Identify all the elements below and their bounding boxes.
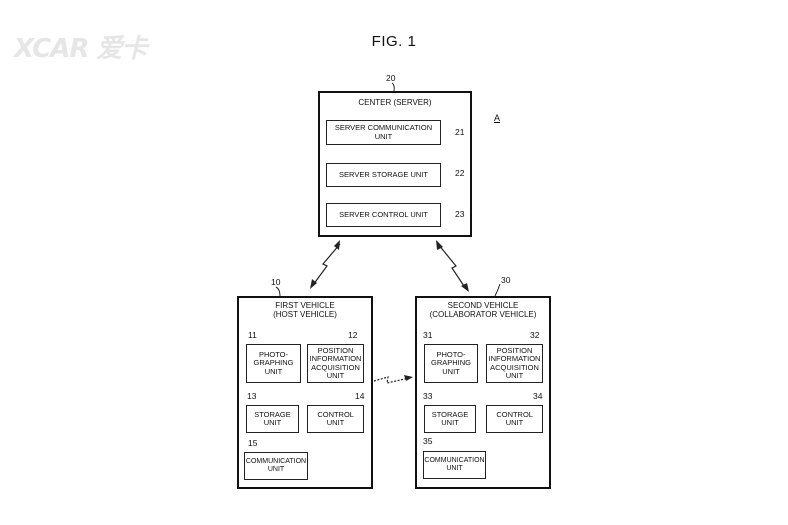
v2-photographing-unit bbox=[424, 344, 478, 383]
v1-communication-unit bbox=[244, 452, 308, 480]
v1-position-acquisition-unit-label: POSITION INFORMATION ACQUISITION UNIT bbox=[309, 345, 362, 380]
ref-server: 20 bbox=[386, 73, 396, 83]
ref-21: 21 bbox=[455, 127, 465, 137]
v1-control-unit-label: CONTROL UNIT bbox=[317, 409, 354, 427]
v2-photographing-unit-label: PHOTO- GRAPHING UNIT bbox=[431, 349, 472, 376]
arrowhead-server-left bbox=[334, 240, 340, 250]
server-control-unit bbox=[326, 203, 441, 227]
v1-storage-unit bbox=[246, 405, 299, 433]
ref-15: 15 bbox=[248, 438, 258, 448]
ref-31: 31 bbox=[423, 330, 433, 340]
v2-control-unit-label: CONTROL UNIT bbox=[496, 409, 533, 427]
wireless-link-v1 bbox=[312, 243, 341, 286]
v2-position-acquisition-unit-label: POSITION INFORMATION ACQUISITION UNIT bbox=[488, 345, 541, 380]
server-control-unit-label: SERVER CONTROL UNIT bbox=[339, 209, 428, 219]
ref-33: 33 bbox=[423, 391, 433, 401]
ref-34: 34 bbox=[533, 391, 543, 401]
figure-title: FIG. 1 bbox=[371, 33, 417, 50]
ref-23: 23 bbox=[455, 209, 465, 219]
ref-vehicle1: 10 bbox=[271, 277, 281, 287]
v1-photographing-unit-label: PHOTO- GRAPHING UNIT bbox=[253, 349, 294, 376]
v1-storage-unit-label: STORAGE UNIT bbox=[254, 409, 291, 427]
ref-22: 22 bbox=[455, 168, 465, 178]
arrowhead-v2v bbox=[404, 375, 413, 381]
ref-vehicle2: 30 bbox=[501, 275, 511, 285]
ref-14: 14 bbox=[355, 391, 365, 401]
v2-communication-unit-label: COMMUNICATION UNIT bbox=[424, 456, 485, 473]
arrowhead-v2 bbox=[461, 283, 469, 292]
v1-control-unit bbox=[307, 405, 364, 433]
v2-position-acquisition-unit bbox=[486, 344, 543, 383]
watermark-logo: XCAR 爱卡 bbox=[14, 34, 147, 64]
server-title: CENTER (SERVER) bbox=[358, 98, 432, 107]
leader-20 bbox=[391, 82, 395, 92]
first-vehicle-title: FIRST VEHICLE (HOST VEHICLE) bbox=[273, 301, 337, 319]
v2-storage-unit-label: STORAGE UNIT bbox=[431, 409, 469, 427]
server-communication-unit-label: SERVER COMMUNICATION UNIT bbox=[334, 123, 433, 141]
v2-storage-unit bbox=[424, 405, 476, 433]
ref-35: 35 bbox=[423, 436, 433, 446]
leader-30 bbox=[494, 283, 501, 297]
v2-control-unit bbox=[486, 405, 543, 433]
system-label: A bbox=[494, 113, 501, 123]
server-communication-unit bbox=[326, 120, 441, 145]
v1-photographing-unit bbox=[246, 344, 301, 383]
ref-13: 13 bbox=[247, 391, 257, 401]
v1-communication-unit-label: COMMUNICATION UNIT bbox=[245, 457, 307, 474]
wireless-link-v2 bbox=[437, 243, 467, 290]
v2-communication-unit bbox=[423, 451, 486, 479]
ref-11: 11 bbox=[248, 330, 257, 340]
arrowhead-v1 bbox=[310, 279, 317, 289]
leader-10 bbox=[275, 286, 281, 297]
server-storage-unit-label: SERVER STORAGE UNIT bbox=[339, 169, 428, 179]
second-vehicle-title: SECOND VEHICLE (COLLABORATOR VEHICLE) bbox=[429, 301, 537, 319]
ref-32: 32 bbox=[530, 330, 540, 340]
ref-12: 12 bbox=[348, 330, 358, 340]
v1-position-acquisition-unit bbox=[307, 344, 364, 383]
wireless-link-v2v bbox=[373, 376, 410, 384]
server-storage-unit bbox=[326, 163, 441, 187]
arrowhead-server-right bbox=[436, 240, 443, 250]
